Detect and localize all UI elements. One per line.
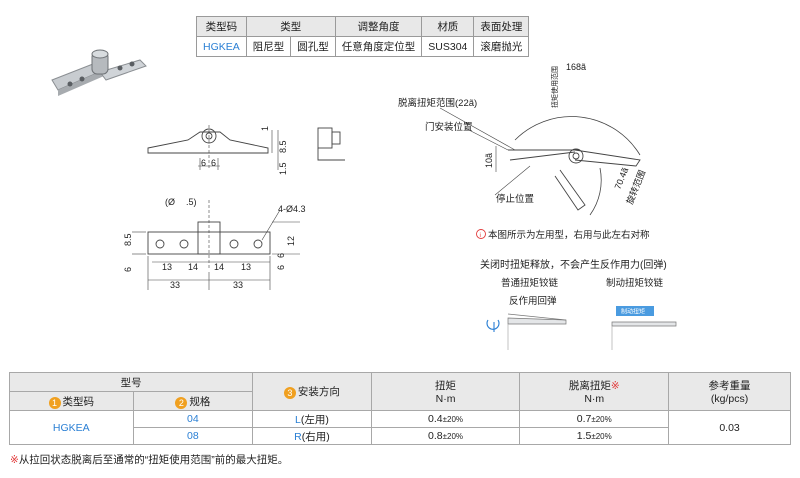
spec-code: HGKEA <box>196 36 247 57</box>
product-photo <box>51 49 147 96</box>
behavior-left-title: 普通扭矩铰链 <box>501 277 559 289</box>
top-dim-12: 12 <box>286 236 296 246</box>
top-dim-8-5: 8.5 <box>123 233 133 246</box>
spec-header-angle: 调整角度 <box>334 16 423 37</box>
top-dim-14a: 14 <box>188 262 198 272</box>
top-dim-13b: 13 <box>241 262 251 272</box>
top-dim-14b: 14 <box>214 262 224 272</box>
top-dim-phi: (Ø <box>165 197 175 207</box>
brake-tag: 制动扭矩 <box>621 308 645 316</box>
svg-text:i: i <box>480 232 481 239</box>
top-dim-33a: 33 <box>170 280 180 290</box>
top-dim-6-right-b: 6 <box>276 265 286 270</box>
top-view <box>132 200 300 290</box>
row-mount-r: R(右用) <box>252 427 372 445</box>
spec-type-hole: 圆孔型 <box>290 36 336 57</box>
footnote: ※从拉回状态脱离后至通常的“扭矩使用范围”前的最大扭矩。 <box>10 452 288 467</box>
top-dim-holes: 4-Ø4.3 <box>278 204 306 214</box>
rotation-angle: 70.4ã <box>613 166 631 191</box>
row-weight: 0.03 <box>668 410 791 445</box>
spec-header-type: 类型 <box>245 16 336 37</box>
technical-drawings: 6 6 1 8.5 1.5 (Ø .5) 4-Ø4.3 8.5 6 12 6 6… <box>51 49 677 350</box>
normal-hinge-illustration <box>486 313 567 350</box>
front-dim-1: 1 <box>260 126 270 131</box>
range-label: 脱离扭矩范围(22ã) <box>398 97 477 109</box>
torque-range-label: 扭矩使用范围 <box>550 66 559 108</box>
top-dim-6-left: 6 <box>123 267 133 272</box>
spec-header-finish: 表面处理 <box>473 16 530 37</box>
front-dim-6a: 6 <box>201 158 206 168</box>
top-dim-6-right-a: 6 <box>276 253 286 258</box>
spec-header-code: 类型码 <box>196 16 247 37</box>
spec-material: SUS304 <box>421 36 475 57</box>
front-dim-6b: 6 <box>211 158 216 168</box>
door-label: 门安装位置 <box>425 121 473 133</box>
spec-type-damper: 阻尼型 <box>245 36 292 57</box>
num-1-icon: 1 <box>48 396 61 409</box>
top-dim-13a: 13 <box>162 262 172 272</box>
front-view <box>147 125 279 170</box>
row-size-08: 08 <box>132 427 254 445</box>
header-release: 脱离扭矩※ N·m <box>519 372 670 411</box>
diagram-note: 本图所示为左用型，右用与此左右对称 <box>488 229 650 241</box>
front-dim-1-5: 1.5 <box>278 162 288 175</box>
header-weight: 参考重量 (kg/pcs) <box>668 372 791 411</box>
angle-diagram <box>439 107 641 216</box>
front-dim-8-5: 8.5 <box>278 140 288 153</box>
row-torque-08: 0.8±20% <box>370 427 521 445</box>
row-code: HGKEA <box>9 410 134 445</box>
row-release-04: 0.7±20% <box>519 410 670 428</box>
row-torque-04: 0.4±20% <box>370 410 521 428</box>
behavior-right-title: 制动扭矩铰链 <box>606 277 664 289</box>
header-model: 型号 <box>8 372 254 392</box>
spec-finish: 滚磨抛光 <box>473 36 530 57</box>
behavior-title: 关闭时扭矩释放，不会产生反作用力(回弹) <box>480 258 667 271</box>
info-icon <box>476 229 486 239</box>
top-dim-33b: 33 <box>233 280 243 290</box>
behavior-left-sub: 反作用回弹 <box>509 295 557 307</box>
top-dim-phi-val: .5) <box>186 197 197 207</box>
footnote-mark: ※ <box>10 454 19 466</box>
num-2-icon: 2 <box>175 396 188 409</box>
spec-angle: 任意角度定位型 <box>334 36 423 57</box>
footnote-text: 从拉回状态脱离后至通常的“扭矩使用范围”前的最大扭矩。 <box>18 454 289 466</box>
row-size-04: 04 <box>132 410 254 428</box>
header-torque: 扭矩 N·m <box>370 372 521 411</box>
brake-hinge-illustration: 制动扭矩 <box>611 306 677 350</box>
row-release-08: 1.5±20% <box>519 427 670 445</box>
side-view <box>317 127 345 161</box>
row-mount-l: L(左用) <box>252 410 372 428</box>
num-3-icon: 3 <box>283 387 296 399</box>
top-angle: 168ã <box>566 62 586 72</box>
stop-label: 停止位置 <box>496 193 534 205</box>
small-angle: 10ã <box>484 153 494 168</box>
spec-table: 类型码 类型 调整角度 材质 表面处理 HGKEA 阻尼型 圆孔型 任意角度定位… <box>196 16 530 57</box>
